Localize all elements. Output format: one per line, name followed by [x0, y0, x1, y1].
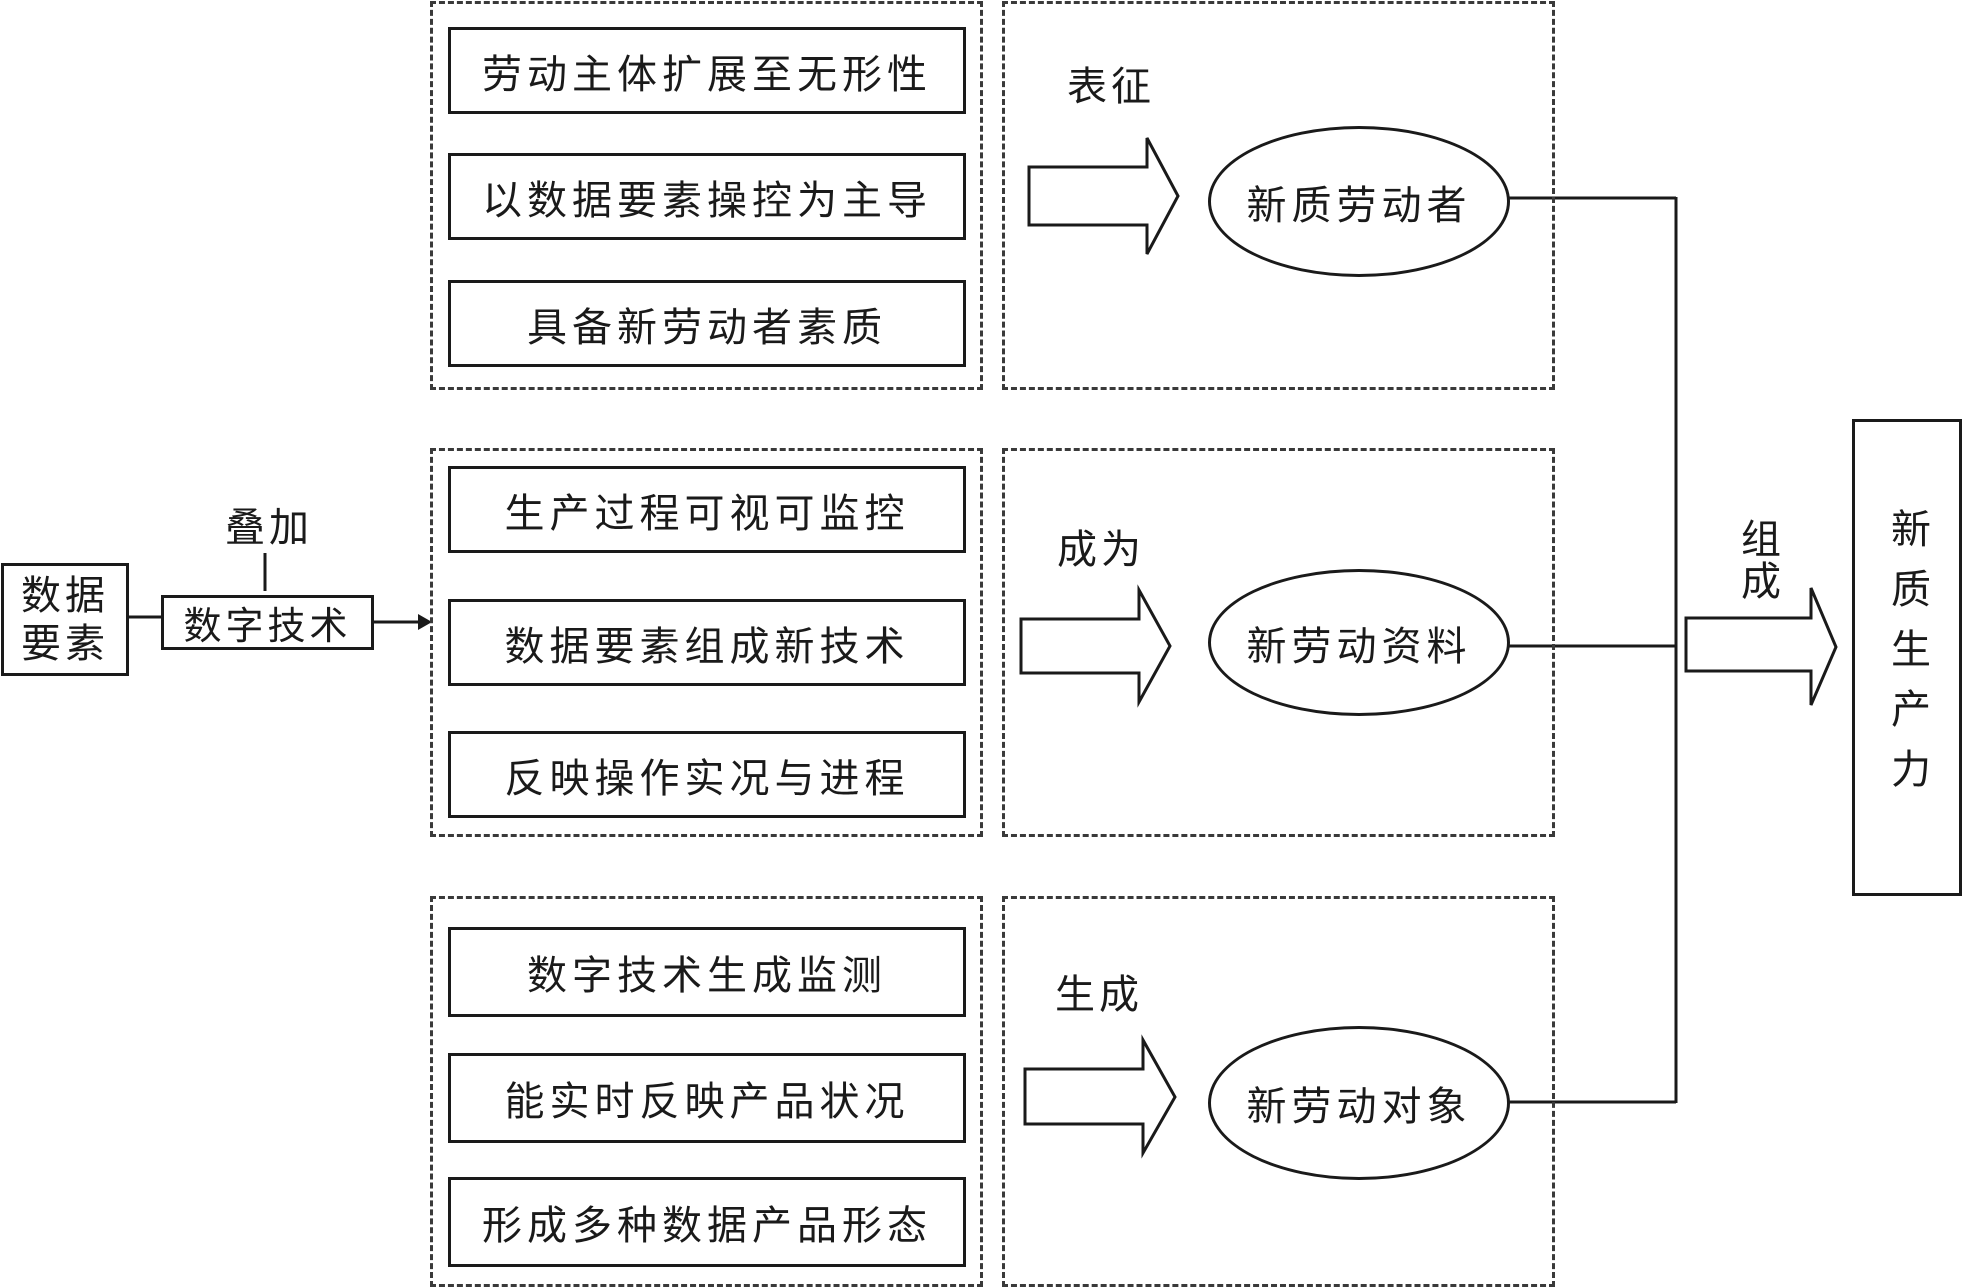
result-text: 新质劳动者	[1246, 182, 1472, 229]
block-arrow-3	[1023, 1034, 1177, 1159]
group-3-item-3: 形成多种数据产品形态	[448, 1177, 966, 1267]
group-1-item-1: 劳动主体扩展至无形性	[448, 27, 966, 114]
group-2-items-frame	[430, 448, 983, 837]
item-text: 数据要素组成新技术	[504, 623, 910, 670]
item-text: 劳动主体扩展至无形性	[482, 51, 932, 98]
block-arrow-1	[1027, 137, 1180, 255]
item-text: 能实时反映产品状况	[504, 1079, 910, 1125]
final-output-text: 新质生产力	[1884, 507, 1930, 808]
group-1-result: 新质劳动者	[1208, 126, 1510, 277]
group-2-result: 新劳动资料	[1208, 569, 1510, 716]
item-text: 以数据要素操控为主导	[482, 177, 932, 224]
group-1-arrow-label: 表征	[1067, 64, 1155, 110]
item-text: 数字技术生成监测	[527, 953, 887, 999]
group-2-arrow-label: 成为	[1057, 527, 1145, 573]
data-elements-text: 数据要素	[21, 572, 109, 667]
group-3-result: 新劳动对象	[1208, 1026, 1510, 1180]
group-1-item-2: 以数据要素操控为主导	[448, 153, 966, 240]
item-text: 反映操作实况与进程	[504, 755, 910, 802]
group-2-item-2: 数据要素组成新技术	[448, 599, 966, 686]
group-3-result-frame	[1002, 896, 1555, 1287]
group-3-arrow-label: 生成	[1055, 972, 1143, 1018]
item-text: 形成多种数据产品形态	[482, 1203, 932, 1249]
block-arrow-2	[1019, 584, 1172, 708]
final-output-box: 新质生产力	[1852, 419, 1962, 896]
result-text: 新劳动对象	[1246, 1084, 1472, 1130]
group-3-item-1: 数字技术生成监测	[448, 927, 966, 1017]
data-elements-box: 数据要素	[1, 563, 129, 676]
group-2-item-1: 生产过程可视可监控	[448, 466, 966, 553]
digital-tech-text: 数字技术	[183, 604, 352, 648]
compose-label: 组成	[1734, 518, 1780, 602]
group-1-result-frame	[1002, 1, 1555, 390]
overlay-label: 叠加	[225, 505, 313, 551]
group-2-item-3: 反映操作实况与进程	[448, 731, 966, 818]
item-text: 生产过程可视可监控	[504, 490, 910, 537]
result-text: 新劳动资料	[1246, 623, 1472, 670]
group-2-result-frame	[1002, 448, 1555, 837]
group-3-item-2: 能实时反映产品状况	[448, 1053, 966, 1143]
arrowhead-small	[418, 614, 432, 630]
group-1-items-frame	[430, 1, 983, 390]
group-3-items-frame	[430, 896, 983, 1287]
group-1-item-3: 具备新劳动者素质	[448, 280, 966, 367]
digital-tech-box: 数字技术	[161, 595, 374, 650]
item-text: 具备新劳动者素质	[527, 304, 887, 351]
block-arrow-compose	[1684, 587, 1838, 706]
